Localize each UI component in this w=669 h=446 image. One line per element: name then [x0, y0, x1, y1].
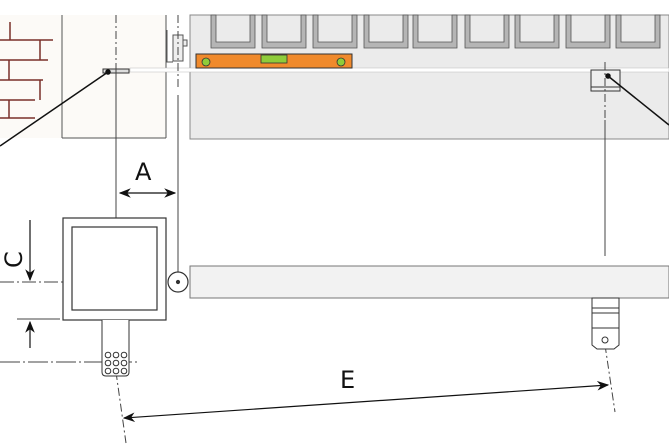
gate-window: [312, 14, 358, 49]
reference-line: [129, 67, 669, 73]
gate-bottom-rail: [189, 265, 669, 299]
dimension-e-label: E: [340, 366, 355, 394]
gate-window: [565, 14, 611, 49]
gate-panel: [189, 14, 669, 140]
brick-wall: [0, 15, 166, 138]
dimension-a-label: A: [135, 158, 152, 186]
mounting-hole: [104, 359, 112, 367]
gate-foot-bracket: [591, 297, 620, 350]
dimension-c-label: C: [0, 251, 28, 268]
dimension-a: A: [118, 158, 177, 198]
dimension-e: E: [122, 366, 610, 423]
gate-window: [210, 14, 256, 49]
mounting-hole: [120, 351, 128, 359]
leader-lines: [0, 69, 669, 147]
mounting-hole: [120, 367, 128, 375]
gate-window: [514, 14, 560, 49]
mounting-hole: [112, 351, 120, 359]
gate-window: [363, 14, 409, 49]
mounting-hole: [112, 367, 120, 375]
mounting-hole: [112, 359, 120, 367]
dimension-c: C: [0, 220, 35, 348]
hinge-pivot: [167, 271, 189, 293]
spirit-level: [195, 53, 353, 69]
mounting-hole: [104, 367, 112, 375]
mounting-hole: [104, 351, 112, 359]
gate-window: [261, 14, 307, 49]
pillar: [61, 15, 167, 139]
hinge-post: [166, 30, 188, 63]
mounting-hole: [120, 359, 128, 367]
gate-post: [62, 217, 167, 321]
gate-window: [615, 14, 661, 49]
post-foot-plate: [101, 320, 130, 377]
gate-window: [412, 14, 458, 49]
gate-windows: [210, 14, 661, 49]
gate-window: [464, 14, 510, 49]
